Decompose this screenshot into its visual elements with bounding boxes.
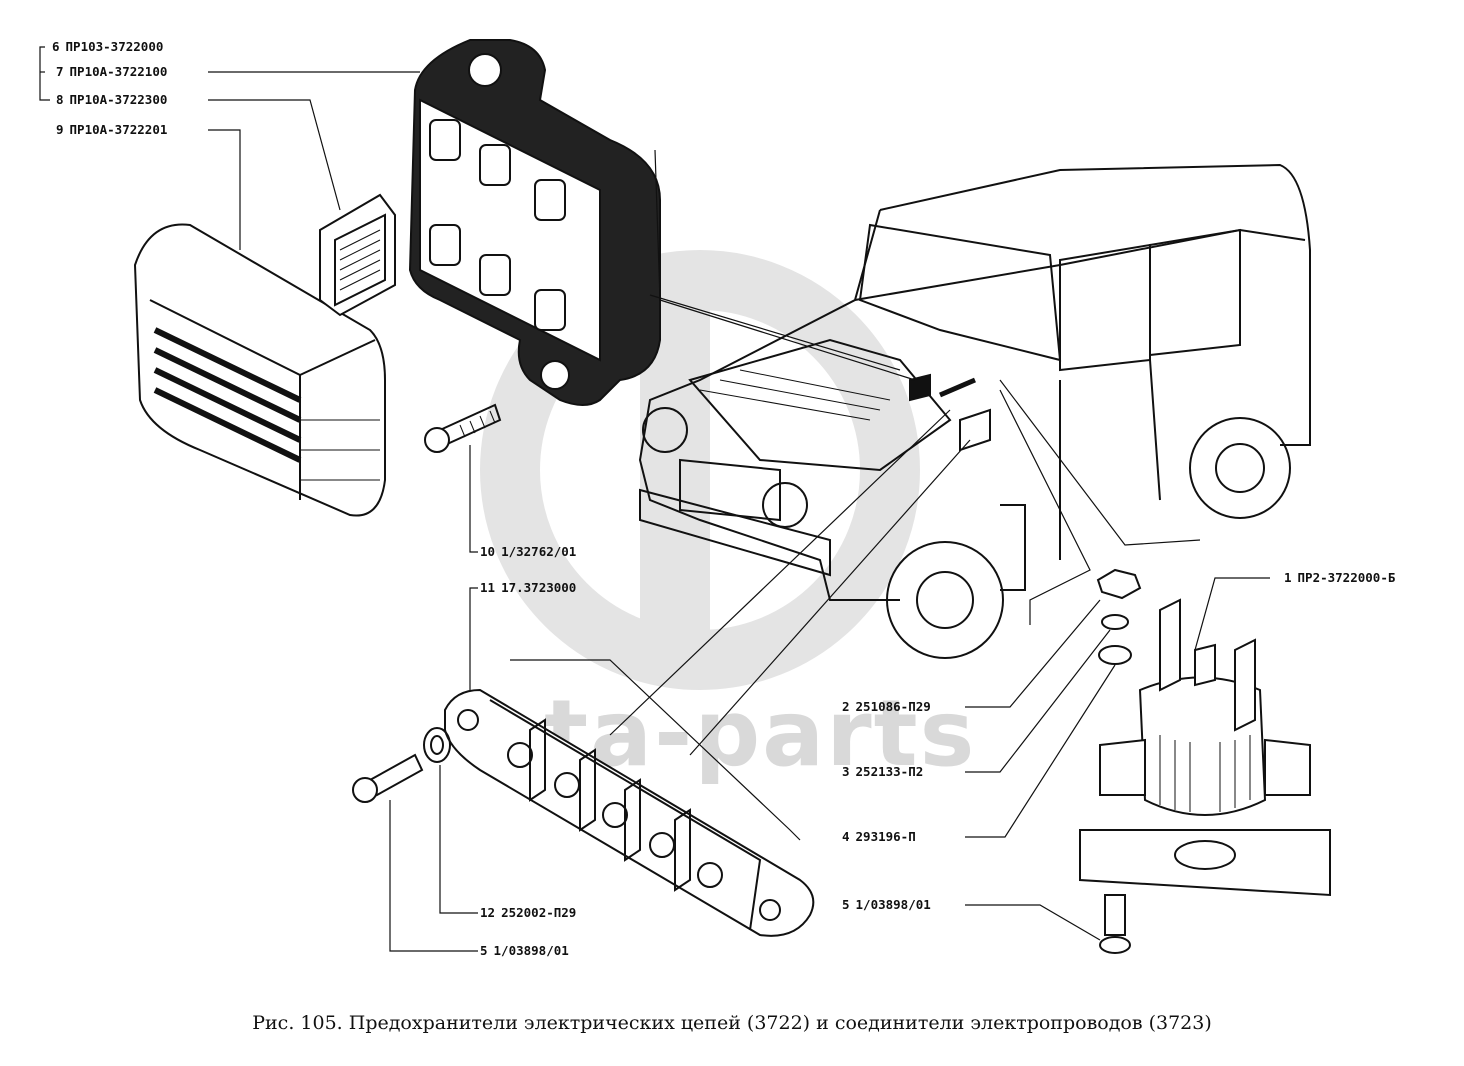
nut-washers — [1096, 568, 1142, 665]
fuse-insert — [319, 193, 396, 317]
connector-block — [444, 688, 815, 937]
washer-12 — [423, 727, 451, 763]
figure-caption: Рис. 105. Предохранители электрических ц… — [252, 1012, 1212, 1034]
screw-5-left — [352, 753, 424, 803]
screw-10 — [424, 403, 502, 453]
relay-assembly — [1079, 598, 1331, 897]
screw-5-right — [1099, 894, 1131, 954]
vehicle-uaz — [638, 163, 1311, 659]
fuse-block — [408, 39, 661, 406]
bracket-6-8 — [39, 46, 50, 101]
fuse-box-cover — [133, 223, 386, 517]
